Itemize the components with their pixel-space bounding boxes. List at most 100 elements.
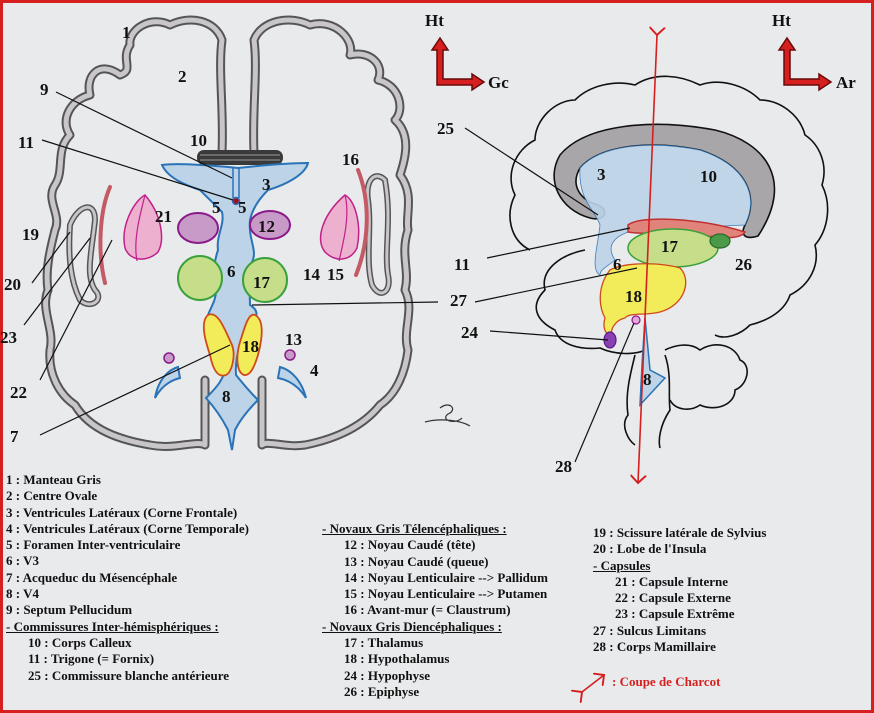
legend-item: 28 : Corps Mamillaire bbox=[593, 639, 716, 655]
axis-label-up-right: Ht bbox=[772, 11, 791, 30]
legend-item: 4 : Ventricules Latéraux (Corne Temporal… bbox=[6, 520, 250, 536]
legend-section-header: - Capsules bbox=[593, 557, 651, 573]
legend-section-header: - Novaux Gris Télencéphaliques : bbox=[322, 521, 507, 536]
orientation-arrows-left: Ht Gc bbox=[425, 11, 509, 92]
thalamus-right bbox=[242, 257, 288, 303]
sagittal-number-label: 11 bbox=[454, 255, 470, 274]
coronal-number-label: 19 bbox=[22, 225, 39, 244]
fornix-dot bbox=[231, 196, 241, 206]
legend-item: 19 : Scissure latérale de Sylvius bbox=[593, 525, 767, 540]
temporal-horn-left bbox=[154, 365, 182, 399]
axis-label-up-left: Ht bbox=[425, 11, 444, 30]
coronal-number-label: 17 bbox=[253, 273, 271, 292]
sagittal-number-label: 28 bbox=[555, 457, 572, 476]
coronal-number-label: 11 bbox=[18, 133, 34, 152]
lenticular-left bbox=[123, 194, 163, 260]
axis-label-side-left: Gc bbox=[488, 73, 509, 92]
caudate-tail-left bbox=[163, 352, 175, 364]
coronal-number-label: 4 bbox=[310, 361, 319, 380]
coronal-number-label: 2 bbox=[178, 67, 187, 86]
charcot-legend-arrow-icon bbox=[582, 675, 604, 692]
legend-item: 23 : Capsule Extrême bbox=[615, 606, 735, 622]
hypothalamus-left bbox=[202, 313, 235, 377]
sagittal-number-label: 18 bbox=[625, 287, 642, 306]
legend-item: 5 : Foramen Inter-ventriculaire bbox=[6, 537, 181, 553]
coronal-number-label: 3 bbox=[262, 175, 271, 194]
legend-item: 9 : Septum Pellucidum bbox=[6, 602, 133, 618]
coronal-number-label: 21 bbox=[155, 207, 172, 226]
coronal-number-label: 12 bbox=[258, 217, 275, 236]
sagittal-number-label: 3 bbox=[597, 165, 606, 184]
legend-item: 26 : Epiphyse bbox=[344, 683, 420, 699]
charcot-cut-line bbox=[638, 35, 657, 483]
legend-item: 11 : Trigone (= Fornix) bbox=[28, 651, 155, 667]
legend-column-2: - Novaux Gris Télencéphaliques :12 : Noy… bbox=[322, 521, 548, 700]
sagittal-number-label: 27 bbox=[450, 291, 468, 310]
artist-signature bbox=[424, 404, 471, 427]
temporal-horn-right bbox=[276, 365, 307, 399]
legend-item: 10 : Corps Calleux bbox=[28, 634, 132, 650]
legend-item: 16 : Avant-mur (= Claustrum) bbox=[344, 602, 511, 618]
lenticular-right bbox=[319, 194, 360, 260]
legend-section-header: - Novaux Gris Diencéphaliques : bbox=[322, 618, 502, 634]
cerebellum-outline bbox=[664, 344, 748, 410]
coronal-number-label: 10 bbox=[190, 131, 207, 150]
orientation-arrow-icon bbox=[777, 36, 833, 92]
claustrum-right bbox=[354, 168, 369, 277]
coronal-number-label: 22 bbox=[10, 383, 27, 402]
hypothalamus-right bbox=[236, 313, 263, 376]
legend-item: 15 : Noyau Lenticulaire --> Putamen bbox=[344, 586, 548, 602]
sagittal-number-label: 17 bbox=[661, 237, 679, 256]
coronal-number-label: 14 bbox=[303, 265, 321, 284]
sagittal-number-label: 26 bbox=[735, 255, 752, 274]
coronal-number-label: 6 bbox=[227, 262, 236, 281]
coronal-number-label: 5 bbox=[238, 198, 247, 217]
legend-item: 21 : Capsule Interne bbox=[615, 573, 729, 589]
legend-item: 6 : V3 bbox=[6, 553, 39, 569]
legend-item: 3 : Ventricules Latéraux (Corne Frontale… bbox=[6, 504, 238, 520]
legend-item: 8 : V4 bbox=[6, 586, 39, 602]
coronal-number-label: 16 bbox=[342, 150, 359, 169]
caudate-head-right bbox=[249, 210, 291, 240]
axis-label-side-right: Ar bbox=[836, 73, 856, 92]
mamillary-body-sagittal bbox=[631, 315, 641, 325]
legend-item: 27 : Sulcus Limitans bbox=[593, 622, 707, 638]
legend-item: 25 : Commissure blanche antérieure bbox=[28, 667, 229, 683]
legend-item: 24 : Hypophyse bbox=[344, 667, 430, 683]
legend-item: 1 : Manteau Gris bbox=[6, 472, 101, 487]
legend-item: 20 : Lobe de l'Insula bbox=[593, 541, 707, 557]
coronal-number-label: 20 bbox=[4, 275, 21, 294]
epiphyse-sagittal bbox=[709, 233, 731, 249]
coronal-number-label: 23 bbox=[0, 328, 17, 347]
legend-section-header: - Commissures Inter-hémisphériques : bbox=[6, 618, 219, 634]
legend-item: 14 : Noyau Lenticulaire --> Pallidum bbox=[344, 569, 548, 585]
legend-item: 2 : Centre Ovale bbox=[6, 488, 98, 504]
claustrum-left bbox=[98, 185, 112, 285]
coronal-number-label: 18 bbox=[242, 337, 259, 356]
sagittal-number-label: 6 bbox=[613, 255, 622, 274]
sagittal-number-label: 8 bbox=[643, 370, 652, 389]
hypothalamus-sagittal bbox=[599, 263, 687, 336]
coronal-number-label: 15 bbox=[327, 265, 344, 284]
coronal-number-label: 9 bbox=[40, 80, 49, 99]
coronal-number-label: 7 bbox=[10, 427, 19, 446]
sagittal-number-label: 25 bbox=[437, 119, 454, 138]
legend-item: 13 : Noyau Caudé (queue) bbox=[344, 553, 489, 569]
orientation-arrow-icon bbox=[430, 36, 486, 92]
coronal-number-label: 5 bbox=[212, 198, 221, 217]
legend-item: 18 : Hypothalamus bbox=[344, 651, 450, 667]
legend-item: 12 : Noyau Caudé (tête) bbox=[344, 537, 476, 553]
coronal-number-label: 8 bbox=[222, 387, 231, 406]
legend-item: 22 : Capsule Externe bbox=[615, 590, 731, 606]
legend-item: 7 : Acqueduc du Mésencéphale bbox=[6, 569, 178, 585]
corpus-callosum bbox=[197, 150, 283, 165]
legend-item: 17 : Thalamus bbox=[344, 635, 424, 651]
caudate-tail-right bbox=[284, 349, 296, 361]
charcot-legend-label: : Coupe de Charcot bbox=[612, 674, 721, 689]
